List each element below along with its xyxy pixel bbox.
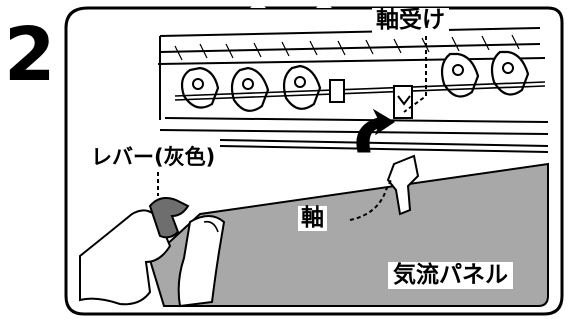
airflow-panel-label: 気流パネル <box>388 262 513 289</box>
figure-frame <box>64 6 564 316</box>
lever-grey <box>148 197 190 239</box>
shaft-bracket <box>386 154 420 216</box>
shaft-leader-line <box>349 177 393 221</box>
unit-interior <box>157 27 549 153</box>
right-hand <box>177 215 226 308</box>
bearing-label: 軸受け <box>372 8 449 33</box>
lever-label: レバー(灰色) <box>88 146 219 169</box>
step-number: 2 <box>4 12 56 98</box>
bearing-leader-line <box>403 36 427 113</box>
shaft-label: 軸 <box>298 206 327 231</box>
rotation-arrow-icon <box>356 108 395 153</box>
left-hand <box>79 209 172 306</box>
